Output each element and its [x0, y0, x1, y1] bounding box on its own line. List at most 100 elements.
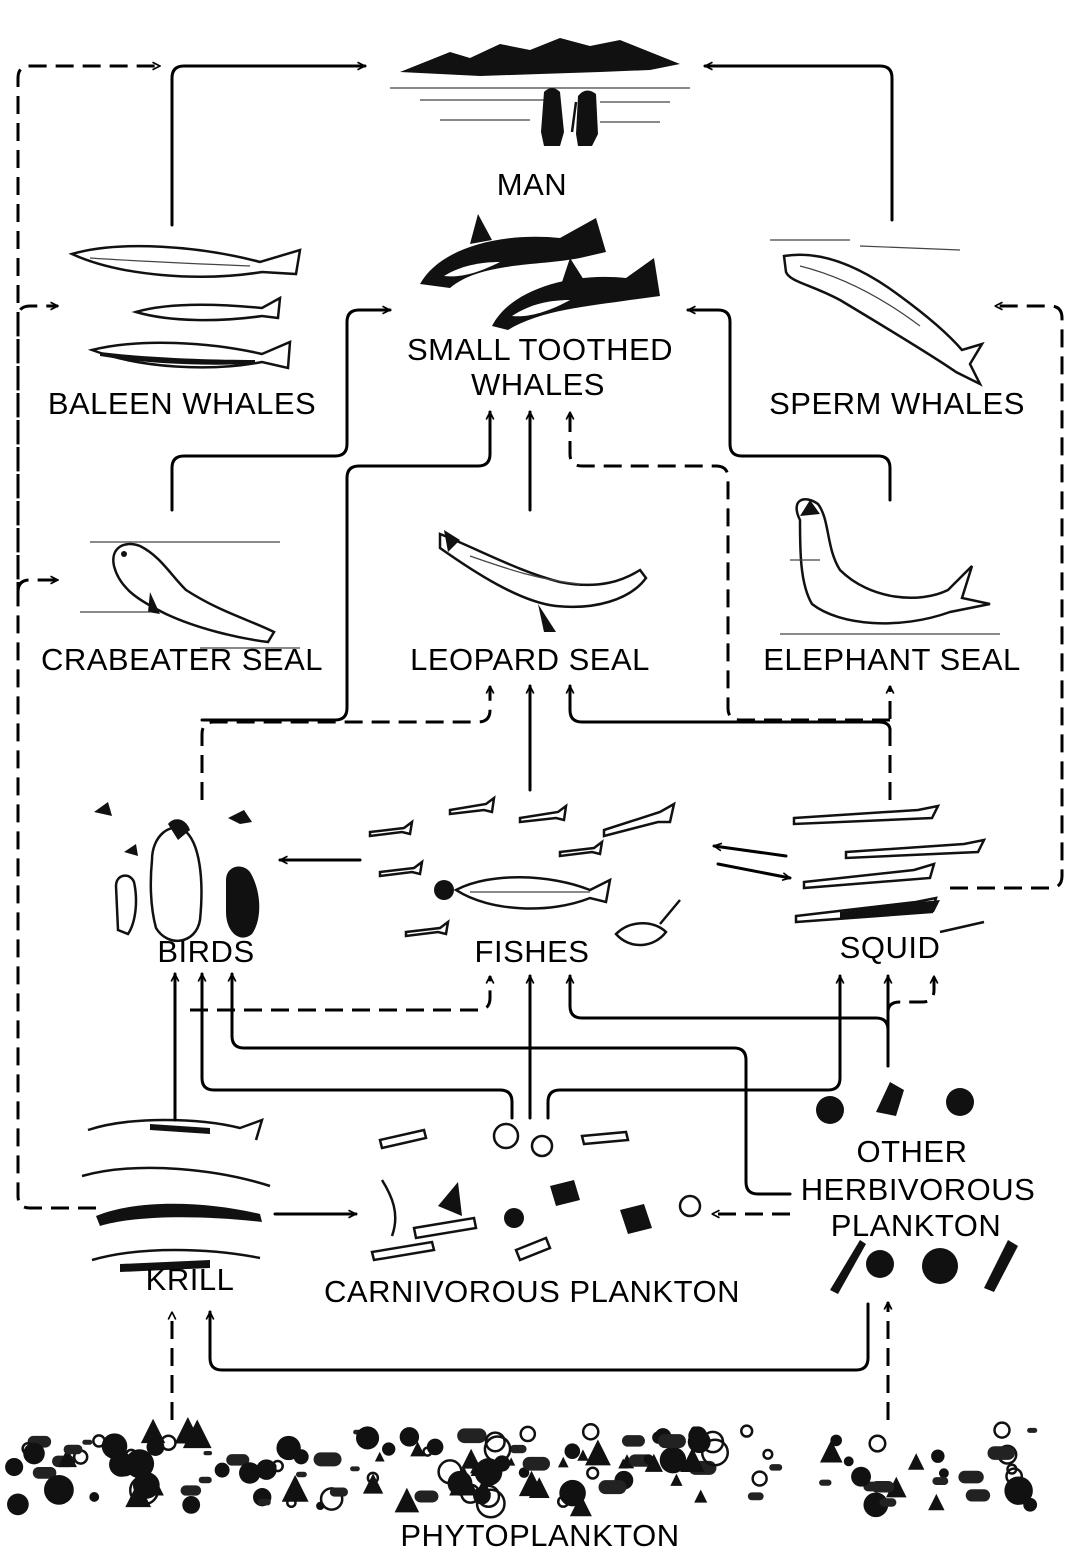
phytoplankton-cell	[670, 1474, 682, 1486]
phytoplankton-cell	[400, 1427, 419, 1446]
phytoplankton-cell	[931, 1449, 944, 1462]
elephant-seal-icon	[780, 499, 1000, 634]
phytoplankton-cell	[966, 1489, 990, 1501]
phytoplankton-cell	[424, 1448, 432, 1456]
phytoplankton-cell	[494, 1455, 510, 1471]
phytoplankton-cell	[182, 1496, 200, 1514]
penguins-icon	[94, 802, 259, 941]
phytoplankton-cell	[282, 1475, 309, 1502]
arrow-other-to-squid-dashed	[888, 976, 934, 1012]
phytoplankton-cell	[257, 1499, 270, 1506]
phytoplankton-cell	[356, 1426, 379, 1449]
phytoplankton-cell	[523, 1457, 550, 1471]
phytoplankton-cell	[316, 1502, 324, 1510]
baleen-whales-icon	[72, 246, 300, 368]
fish-school-icon	[370, 798, 680, 945]
phytoplankton-cell	[558, 1457, 569, 1468]
phytoplankton-cell	[753, 1472, 767, 1486]
label-baleen-whales: BALEEN WHALES	[48, 386, 316, 421]
leopard-seal-icon	[440, 530, 646, 632]
phytoplankton-cell	[764, 1450, 773, 1459]
phytoplankton-cell	[844, 1456, 854, 1466]
label-other-1: OTHER	[857, 1134, 968, 1169]
phytoplankton-cell	[102, 1433, 128, 1459]
phytoplankton-cell	[741, 1426, 752, 1437]
phytoplankton-cell	[44, 1475, 74, 1505]
label-leopard-seal: LEOPARD SEAL	[410, 642, 650, 677]
phytoplankton-cell	[583, 1424, 598, 1439]
arrow-krill-to-baleen	[18, 306, 96, 1208]
arrow-baleen-to-man	[172, 66, 365, 225]
label-elephant-seal: ELEPHANT SEAL	[763, 642, 1020, 677]
phytoplankton-cell	[565, 1443, 581, 1459]
phytoplankton-cell	[694, 1490, 707, 1503]
phytoplankton-cell	[350, 1466, 360, 1471]
krill-icon	[82, 1120, 270, 1272]
label-krill: KRILL	[146, 1262, 235, 1297]
phytoplankton-cell	[287, 1499, 295, 1507]
phytoplankton-cell	[64, 1445, 83, 1454]
phytoplankton-cell	[395, 1488, 420, 1513]
men-on-ice-icon	[390, 38, 690, 146]
phytoplankton-cell	[690, 1426, 698, 1434]
phytoplankton-cell	[660, 1447, 687, 1474]
phytoplankton-cell	[181, 1485, 202, 1495]
phytoplankton-cell	[995, 1423, 1010, 1438]
arrow-fishes-to-squid	[718, 864, 790, 878]
phytoplankton-cell	[330, 1488, 348, 1497]
label-man: MAN	[497, 167, 567, 202]
phytoplankton-cell	[939, 1468, 949, 1478]
crabeater-seal-icon	[80, 542, 300, 648]
label-carnivorous-plankton: CARNIVOROUS PLANKTON	[324, 1274, 740, 1309]
phytoplankton-cell	[448, 1471, 473, 1496]
squid-icon	[794, 806, 984, 932]
phytoplankton-cell	[769, 1464, 782, 1471]
phytoplankton-icon	[5, 1417, 1037, 1517]
label-other-3: PLANKTON	[831, 1208, 1002, 1243]
phytoplankton-cell	[414, 1490, 438, 1502]
phytoplankton-cell	[871, 1481, 894, 1493]
phytoplankton-cell	[658, 1434, 686, 1448]
phytoplankton-cell	[375, 1452, 385, 1462]
phytoplankton-cell	[5, 1458, 23, 1476]
phytoplankton-cell	[510, 1445, 527, 1453]
label-small-toothed-whales-2: WHALES	[471, 367, 605, 402]
phytoplankton-cell	[587, 1468, 598, 1479]
label-crabeater-seal: CRABEATER SEAL	[41, 642, 323, 677]
phytoplankton-cell	[521, 1427, 535, 1441]
phytoplankton-cell	[82, 1440, 92, 1445]
label-squid: SQUID	[840, 930, 941, 965]
phytoplankton-cell	[585, 1440, 611, 1466]
phytoplankton-cell	[879, 1498, 896, 1506]
phytoplankton-cell	[932, 1477, 948, 1485]
phytoplankton-cell	[215, 1463, 230, 1478]
arrow-sperm-to-man	[705, 66, 892, 220]
label-birds: BIRDS	[157, 934, 254, 969]
phytoplankton-cell	[599, 1480, 627, 1494]
label-small-toothed-whales-1: SMALL TOOTHED	[407, 332, 673, 367]
phytoplankton-cell	[382, 1442, 395, 1455]
phytoplankton-cell	[908, 1453, 924, 1469]
phytoplankton-cell	[267, 1462, 276, 1471]
sperm-whale-icon	[770, 240, 982, 384]
phytoplankton-cell	[296, 1472, 307, 1477]
arrow-squid-to-fishes	[714, 846, 786, 856]
phytoplankton-cell	[363, 1473, 383, 1493]
arrow-other-to-krill	[210, 1304, 868, 1370]
phytoplankton-cell	[199, 1477, 212, 1484]
phytoplankton-cell	[1023, 1498, 1037, 1512]
phytoplankton-cell	[7, 1494, 29, 1516]
arrow-krill-to-crabeater	[18, 580, 58, 592]
labels: MAN SMALL TOOTHED WHALES BALEEN WHALES S…	[41, 167, 1035, 1553]
phytoplankton-cell	[239, 1462, 260, 1483]
label-fishes: FISHES	[475, 934, 590, 969]
arrow-crabeater-to-man	[18, 66, 160, 600]
phytoplankton-cell	[486, 1433, 505, 1452]
arrow-carnivorous-to-birds	[202, 974, 512, 1118]
phytoplankton-cell	[851, 1467, 871, 1487]
phytoplankton-cell	[748, 1492, 764, 1500]
phytoplankton-cell	[622, 1435, 645, 1446]
phytoplankton-cell	[294, 1449, 309, 1464]
phytoplankton-cell	[473, 1487, 491, 1505]
